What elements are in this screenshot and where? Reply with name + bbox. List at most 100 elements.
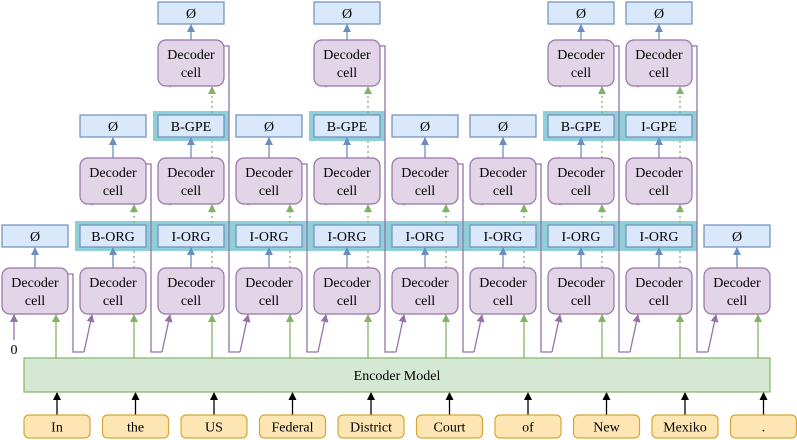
decoder-cell xyxy=(235,267,303,315)
token-label: Court xyxy=(434,421,466,436)
output-label: Ø xyxy=(108,120,118,135)
token-label: Mexiko xyxy=(663,421,707,436)
encoder-model-label: Encoder Model xyxy=(354,369,441,384)
decoder-cell xyxy=(157,39,225,87)
decoder-cell xyxy=(547,157,615,205)
output-label: B-GPE xyxy=(171,120,211,135)
output-label-box xyxy=(79,224,147,248)
decoder-cell-label-bottom: cell xyxy=(571,184,591,199)
output-label-box xyxy=(703,224,771,248)
decoder-cell-label-top: Decoder xyxy=(167,48,215,63)
output-label: I-ORG xyxy=(250,230,289,245)
output-label: Ø xyxy=(576,7,586,22)
decoder-cell-label-bottom: cell xyxy=(337,184,357,199)
decoder-cell-label-top: Decoder xyxy=(401,276,449,291)
output-label: I-ORG xyxy=(640,230,679,245)
output-label-box xyxy=(391,114,459,138)
token-label: New xyxy=(593,421,620,436)
output-label-box xyxy=(547,1,615,25)
token-box xyxy=(101,414,170,439)
recurrent-connection xyxy=(146,163,162,353)
output-label-box xyxy=(547,114,615,138)
encoder-model-box xyxy=(23,357,771,393)
token-box xyxy=(258,414,327,439)
token-label: of xyxy=(522,421,534,436)
decoder-cell-label-top: Decoder xyxy=(635,48,683,63)
decoder-cell-label-bottom: cell xyxy=(259,184,279,199)
decoder-cell-label-bottom: cell xyxy=(571,294,591,309)
token-box xyxy=(494,414,562,439)
decoder-cell xyxy=(79,157,147,205)
decoder-cell-label-top: Decoder xyxy=(479,276,527,291)
token-label: the xyxy=(127,421,144,436)
decoder-cell-label-top: Decoder xyxy=(713,276,761,291)
decoder-cell-label-bottom: cell xyxy=(103,184,123,199)
recurrent-connection xyxy=(302,163,318,353)
token-box xyxy=(23,414,91,439)
decoder-cell-label-bottom: cell xyxy=(493,294,513,309)
decoder-cell xyxy=(313,157,381,205)
output-label-box xyxy=(157,1,225,25)
decoder-cell xyxy=(1,267,69,315)
decoder-cell-label-top: Decoder xyxy=(635,166,683,181)
decoder-cell-label-bottom: cell xyxy=(181,294,201,309)
decoder-cell xyxy=(625,39,693,87)
recurrent-connection xyxy=(458,163,474,353)
output-label: I-GPE xyxy=(641,120,677,135)
decoder-cell-label-bottom: cell xyxy=(649,184,669,199)
output-label-box xyxy=(79,114,147,138)
decoder-cell-label-bottom: cell xyxy=(103,294,123,309)
token-label: Federal xyxy=(272,421,314,436)
decoder-cell-label-top: Decoder xyxy=(89,276,137,291)
recurrent-connection xyxy=(68,273,84,353)
output-label: Ø xyxy=(30,230,40,245)
token-label: . xyxy=(762,421,766,436)
output-label: Ø xyxy=(186,7,196,22)
token-box xyxy=(337,414,405,439)
decoder-cell-label-top: Decoder xyxy=(323,48,371,63)
decoder-cell xyxy=(313,39,381,87)
decoder-cell xyxy=(157,157,225,205)
decoder-cell-label-bottom: cell xyxy=(415,184,435,199)
decoder-cell xyxy=(157,267,225,315)
decoder-cell-label-top: Decoder xyxy=(323,166,371,181)
recurrent-input-arrow xyxy=(239,314,251,353)
output-label: Ø xyxy=(654,7,664,22)
decoder-cell-label-bottom: cell xyxy=(493,184,513,199)
output-label: Ø xyxy=(732,230,742,245)
recurrent-connection xyxy=(380,45,396,353)
decoder-cell xyxy=(469,267,537,315)
decoder-cell xyxy=(391,157,459,205)
token-box xyxy=(572,414,641,439)
decoder-cell-label-top: Decoder xyxy=(557,48,605,63)
output-label-box xyxy=(313,224,381,248)
decoder-cell-label-bottom: cell xyxy=(649,294,669,309)
output-label: I-ORG xyxy=(484,230,523,245)
output-label-box xyxy=(469,114,537,138)
decoder-cell-label-bottom: cell xyxy=(727,294,747,309)
decoder-cell-label-bottom: cell xyxy=(25,294,45,309)
decoder-cell-label-top: Decoder xyxy=(167,166,215,181)
decoder-cell-label-bottom: cell xyxy=(415,294,435,309)
output-label-box xyxy=(625,224,693,248)
output-label: Ø xyxy=(264,120,274,135)
recurrent-input-arrow xyxy=(317,314,329,353)
recurrent-input-arrow xyxy=(629,314,641,353)
output-label-box xyxy=(625,1,693,25)
decoder-cell xyxy=(469,157,537,205)
token-label: District xyxy=(350,421,392,436)
recurrent-connection xyxy=(536,163,552,353)
token-box xyxy=(651,414,719,439)
decoder-cell-label-bottom: cell xyxy=(337,66,357,81)
decoder-cell-label-bottom: cell xyxy=(337,294,357,309)
recurrent-connection xyxy=(614,45,630,353)
output-label: Ø xyxy=(420,120,430,135)
output-label-box xyxy=(235,224,303,248)
output-label: Ø xyxy=(498,120,508,135)
output-label: I-ORG xyxy=(328,230,367,245)
decoder-cell-label-top: Decoder xyxy=(557,166,605,181)
output-label: B-ORG xyxy=(91,230,135,245)
output-label-box xyxy=(1,224,69,248)
decoder-cell-label-top: Decoder xyxy=(245,166,293,181)
